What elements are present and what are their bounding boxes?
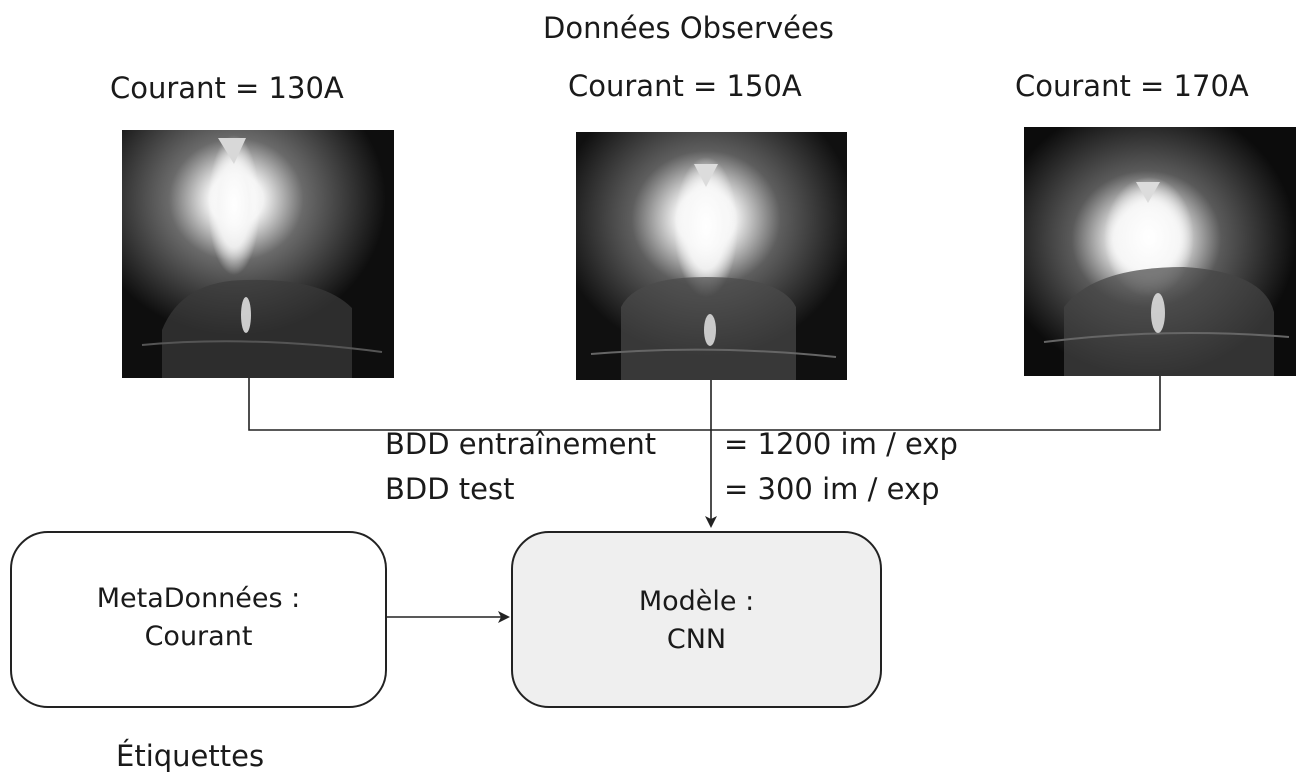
metadata-box: MetaDonnées : Courant (10, 531, 387, 708)
weld-image-170a (1024, 127, 1296, 376)
metadata-title: MetaDonnées : (96, 583, 301, 614)
weld-image-150a (576, 132, 847, 380)
diagram-title: Données Observées (543, 11, 834, 45)
caption-130a: Courant = 130A (110, 71, 344, 105)
metadata-value: Courant (144, 621, 253, 652)
labels-caption: Étiquettes (116, 739, 265, 773)
caption-170a: Courant = 170A (1015, 69, 1249, 103)
model-box: Modèle : CNN (511, 531, 882, 708)
model-title: Modèle : (638, 586, 755, 617)
bdd-train-value: = 1200 im / exp (724, 427, 958, 461)
weld-image-130a (122, 130, 394, 378)
bdd-test-label: BDD test (385, 472, 515, 506)
caption-150a: Courant = 150A (568, 69, 802, 103)
bdd-test-value: = 300 im / exp (724, 472, 940, 506)
model-value: CNN (666, 624, 727, 655)
bdd-train-label: BDD entraînement (385, 427, 657, 461)
merge-line (248, 376, 1161, 431)
